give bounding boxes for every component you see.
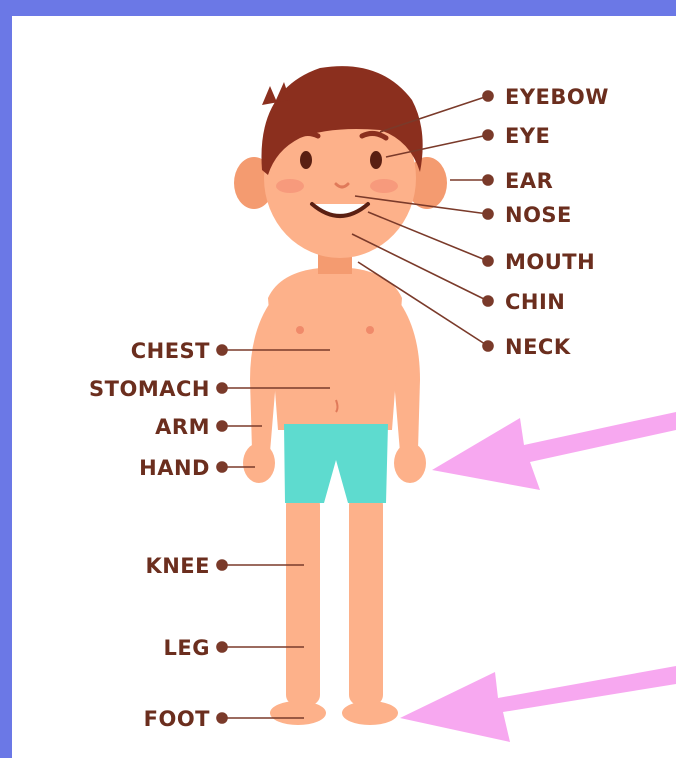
nipple-right	[366, 326, 374, 334]
foot-label: FOOT	[144, 707, 211, 731]
right-eye	[370, 151, 382, 169]
nose-dot	[483, 209, 493, 219]
ear-label: EAR	[505, 169, 553, 193]
arm-dot	[217, 421, 227, 431]
hand-dot	[217, 462, 227, 472]
left-leg	[286, 495, 320, 705]
leg-label: LEG	[164, 636, 210, 660]
mouth-dot	[483, 256, 493, 266]
right-cheek	[370, 179, 398, 193]
left-foot	[270, 701, 326, 725]
hand-label: HAND	[139, 456, 210, 480]
chin-dot	[483, 296, 493, 306]
neck-dot	[483, 341, 493, 351]
knee-label: KNEE	[145, 554, 210, 578]
arm-label: ARM	[155, 415, 210, 439]
left-eye	[300, 151, 312, 169]
left-hand	[243, 443, 275, 483]
eyebrow-dot	[483, 91, 493, 101]
chest-label: CHEST	[131, 339, 210, 363]
ear-dot	[483, 175, 493, 185]
eyebrow-label: EYEBOW	[505, 85, 609, 109]
shorts	[284, 424, 388, 503]
pink-arrows	[400, 412, 676, 742]
right-hand	[394, 443, 426, 483]
hand-arrow	[432, 412, 676, 490]
knee-dot	[217, 560, 227, 570]
foot-arrow	[400, 666, 676, 742]
nose-label: NOSE	[505, 203, 572, 227]
chest-dot	[217, 345, 227, 355]
nipple-left	[296, 326, 304, 334]
mouth-label: MOUTH	[505, 250, 595, 274]
neck-label: NECK	[505, 335, 571, 359]
chin-label: CHIN	[505, 290, 565, 314]
foot-dot	[217, 713, 227, 723]
eye-dot	[483, 130, 493, 140]
stomach-dot	[217, 383, 227, 393]
right-leg	[349, 495, 383, 705]
leg-dot	[217, 642, 227, 652]
stomach-label: STOMACH	[89, 377, 210, 401]
eye-label: EYE	[505, 124, 550, 148]
boy-figure	[234, 66, 447, 725]
torso	[268, 268, 402, 430]
right-foot	[342, 701, 398, 725]
left-cheek	[276, 179, 304, 193]
